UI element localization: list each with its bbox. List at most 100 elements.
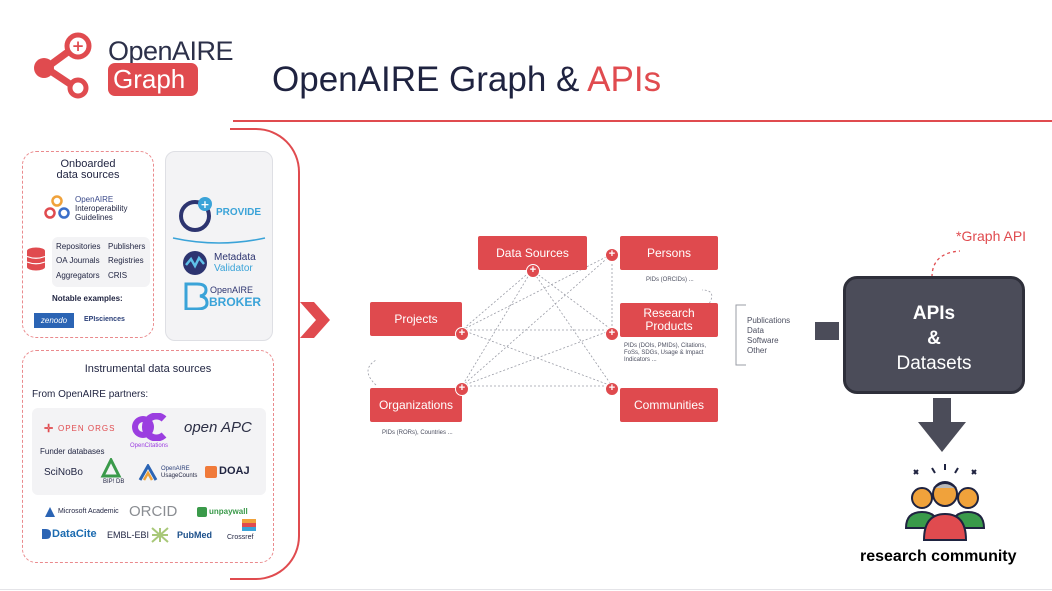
source-type: Repositories xyxy=(56,242,101,251)
microsoft-academic-logo: Microsoft Academic xyxy=(58,508,119,515)
scinobo-logo: SciNoBo xyxy=(44,467,83,478)
connector-block xyxy=(815,322,839,340)
bipdb-label: BIP! DB xyxy=(103,479,125,485)
provide-underline-icon xyxy=(172,237,266,244)
product-type: Data xyxy=(747,326,764,335)
onboarded-title-1: Onboarded xyxy=(60,158,116,170)
source-type: Publishers xyxy=(108,242,146,251)
notable-examples-label: Notable examples: xyxy=(52,294,123,303)
source-type: OA Journals xyxy=(56,256,100,266)
persons-subtext: PIDs (ORCIDs) ... xyxy=(646,277,694,283)
product-type: Other xyxy=(747,346,768,355)
metadata-validator-icon xyxy=(183,251,207,275)
node-persons: Persons xyxy=(620,236,718,270)
broker-label-1: OpenAIRE xyxy=(210,285,254,295)
graph-api-dashed-link xyxy=(931,250,961,278)
product-types-list: Publications Data Software Other xyxy=(747,316,790,356)
microsoft-academic-icon xyxy=(45,507,55,517)
open-orgs-logo: OPEN ORGS xyxy=(58,424,116,433)
datasets-label: Datasets xyxy=(896,353,972,374)
rp-subtext-2: FoSs, SDGs, Usage & Impact xyxy=(624,350,704,356)
instrumental-panel xyxy=(22,350,274,563)
node-projects: Projects xyxy=(370,302,462,336)
doaj-icon xyxy=(205,466,217,478)
page-title: OpenAIRE Graph & APIs xyxy=(272,60,661,100)
instrumental-title: Instrumental data sources xyxy=(84,363,212,375)
research-community-label: research community xyxy=(860,548,1017,565)
footer-divider xyxy=(0,589,1052,590)
arrow-down-icon xyxy=(918,398,966,452)
onboarded-title-2: data sources xyxy=(56,169,120,181)
graph-api-label: *Graph API xyxy=(956,228,1027,244)
crossref-icon xyxy=(242,519,256,531)
title-accent: APIs xyxy=(587,60,662,99)
amp-label: & xyxy=(927,328,941,349)
node-communities: Communities xyxy=(620,388,718,422)
openapc-logo: open APC xyxy=(184,419,252,436)
datacite-icon xyxy=(42,529,51,539)
research-products-line-1: Research xyxy=(643,306,695,320)
node-organizations: Organizations xyxy=(370,388,462,422)
metadata-label-2: Validator xyxy=(214,263,253,274)
guidelines-line-3: Guidelines xyxy=(75,213,113,222)
open-orgs-plus-icon: ✛ xyxy=(44,423,54,435)
svg-text:+: + xyxy=(200,198,209,211)
services-panel xyxy=(165,151,273,341)
orcid-logo: ORCID xyxy=(129,503,178,520)
bipdb-icon xyxy=(100,458,122,478)
guidelines-icon xyxy=(44,195,70,219)
source-type: Registries xyxy=(108,256,144,266)
header-divider xyxy=(233,120,1052,122)
guidelines-line-2: Interoperability xyxy=(75,204,128,213)
crossref-logo: Crossref xyxy=(227,534,254,541)
provide-icon: + xyxy=(179,197,212,232)
apis-label: APIs xyxy=(912,303,956,324)
doaj-logo: DOAJ xyxy=(219,465,250,477)
apis-datasets-box: APIs & Datasets xyxy=(843,276,1025,394)
opencitations-label: OpenCitations xyxy=(130,443,169,449)
source-type: Aggregators xyxy=(56,270,100,280)
node-data-sources: Data Sources xyxy=(478,236,587,270)
pubmed-logo: PubMed xyxy=(177,530,212,540)
rp-subtext-3: Indicators ... xyxy=(624,357,657,363)
opencitations-icon xyxy=(132,413,167,441)
plus-icon: + xyxy=(455,382,469,396)
metadata-label-1: Metadata xyxy=(214,252,256,263)
sources-bracket xyxy=(230,128,300,580)
unpaywall-icon xyxy=(197,507,207,517)
datacite-logo: DataCite xyxy=(52,528,97,540)
embl-ebi-icon xyxy=(151,527,169,543)
plus-icon: + xyxy=(605,327,619,341)
unpaywall-logo: unpaywall xyxy=(209,507,248,516)
source-type: CRIS xyxy=(108,270,128,280)
usagecounts-label-1: OpenAIRE xyxy=(161,466,190,472)
provide-label: PROVIDE xyxy=(216,207,262,218)
plus-icon: + xyxy=(605,248,619,262)
research-community-icon xyxy=(904,464,986,541)
source-types-grid: Repositories Publishers OA Journals Regi… xyxy=(52,237,150,287)
plus-icon: + xyxy=(455,327,469,341)
guidelines-line-1: OpenAIRE xyxy=(75,195,114,204)
partners-label: From OpenAIRE partners: xyxy=(32,389,149,400)
onboarded-panel xyxy=(22,151,154,338)
usagecounts-icon xyxy=(138,464,158,481)
embl-ebi-logo: EMBL-EBI xyxy=(107,530,150,540)
product-type: Software xyxy=(747,336,779,345)
broker-icon xyxy=(184,282,209,310)
organizations-subtext: PIDs (RORs), Countries ... xyxy=(382,430,453,436)
title-main: OpenAIRE Graph & xyxy=(272,60,588,99)
openaire-graph-logo-icon: + xyxy=(34,32,92,99)
chevron-right-icon xyxy=(300,302,330,338)
database-icon xyxy=(26,247,46,271)
rp-subtext-1: PIDs (DOIs, PMIDs), Citations, xyxy=(624,343,707,349)
product-types-bracket xyxy=(735,304,746,366)
funder-databases-label: Funder databases xyxy=(40,447,105,456)
research-products-line-2: Products xyxy=(645,319,693,333)
plus-icon: + xyxy=(526,264,540,278)
product-type: Publications xyxy=(747,316,791,325)
logo-openaire-text: OpenAIRE xyxy=(108,36,234,66)
graph-links xyxy=(367,252,713,387)
svg-text:+: + xyxy=(72,37,85,55)
logo-graph-badge: Graph xyxy=(108,63,198,96)
episciences-logo: EPIsciences xyxy=(84,316,125,323)
